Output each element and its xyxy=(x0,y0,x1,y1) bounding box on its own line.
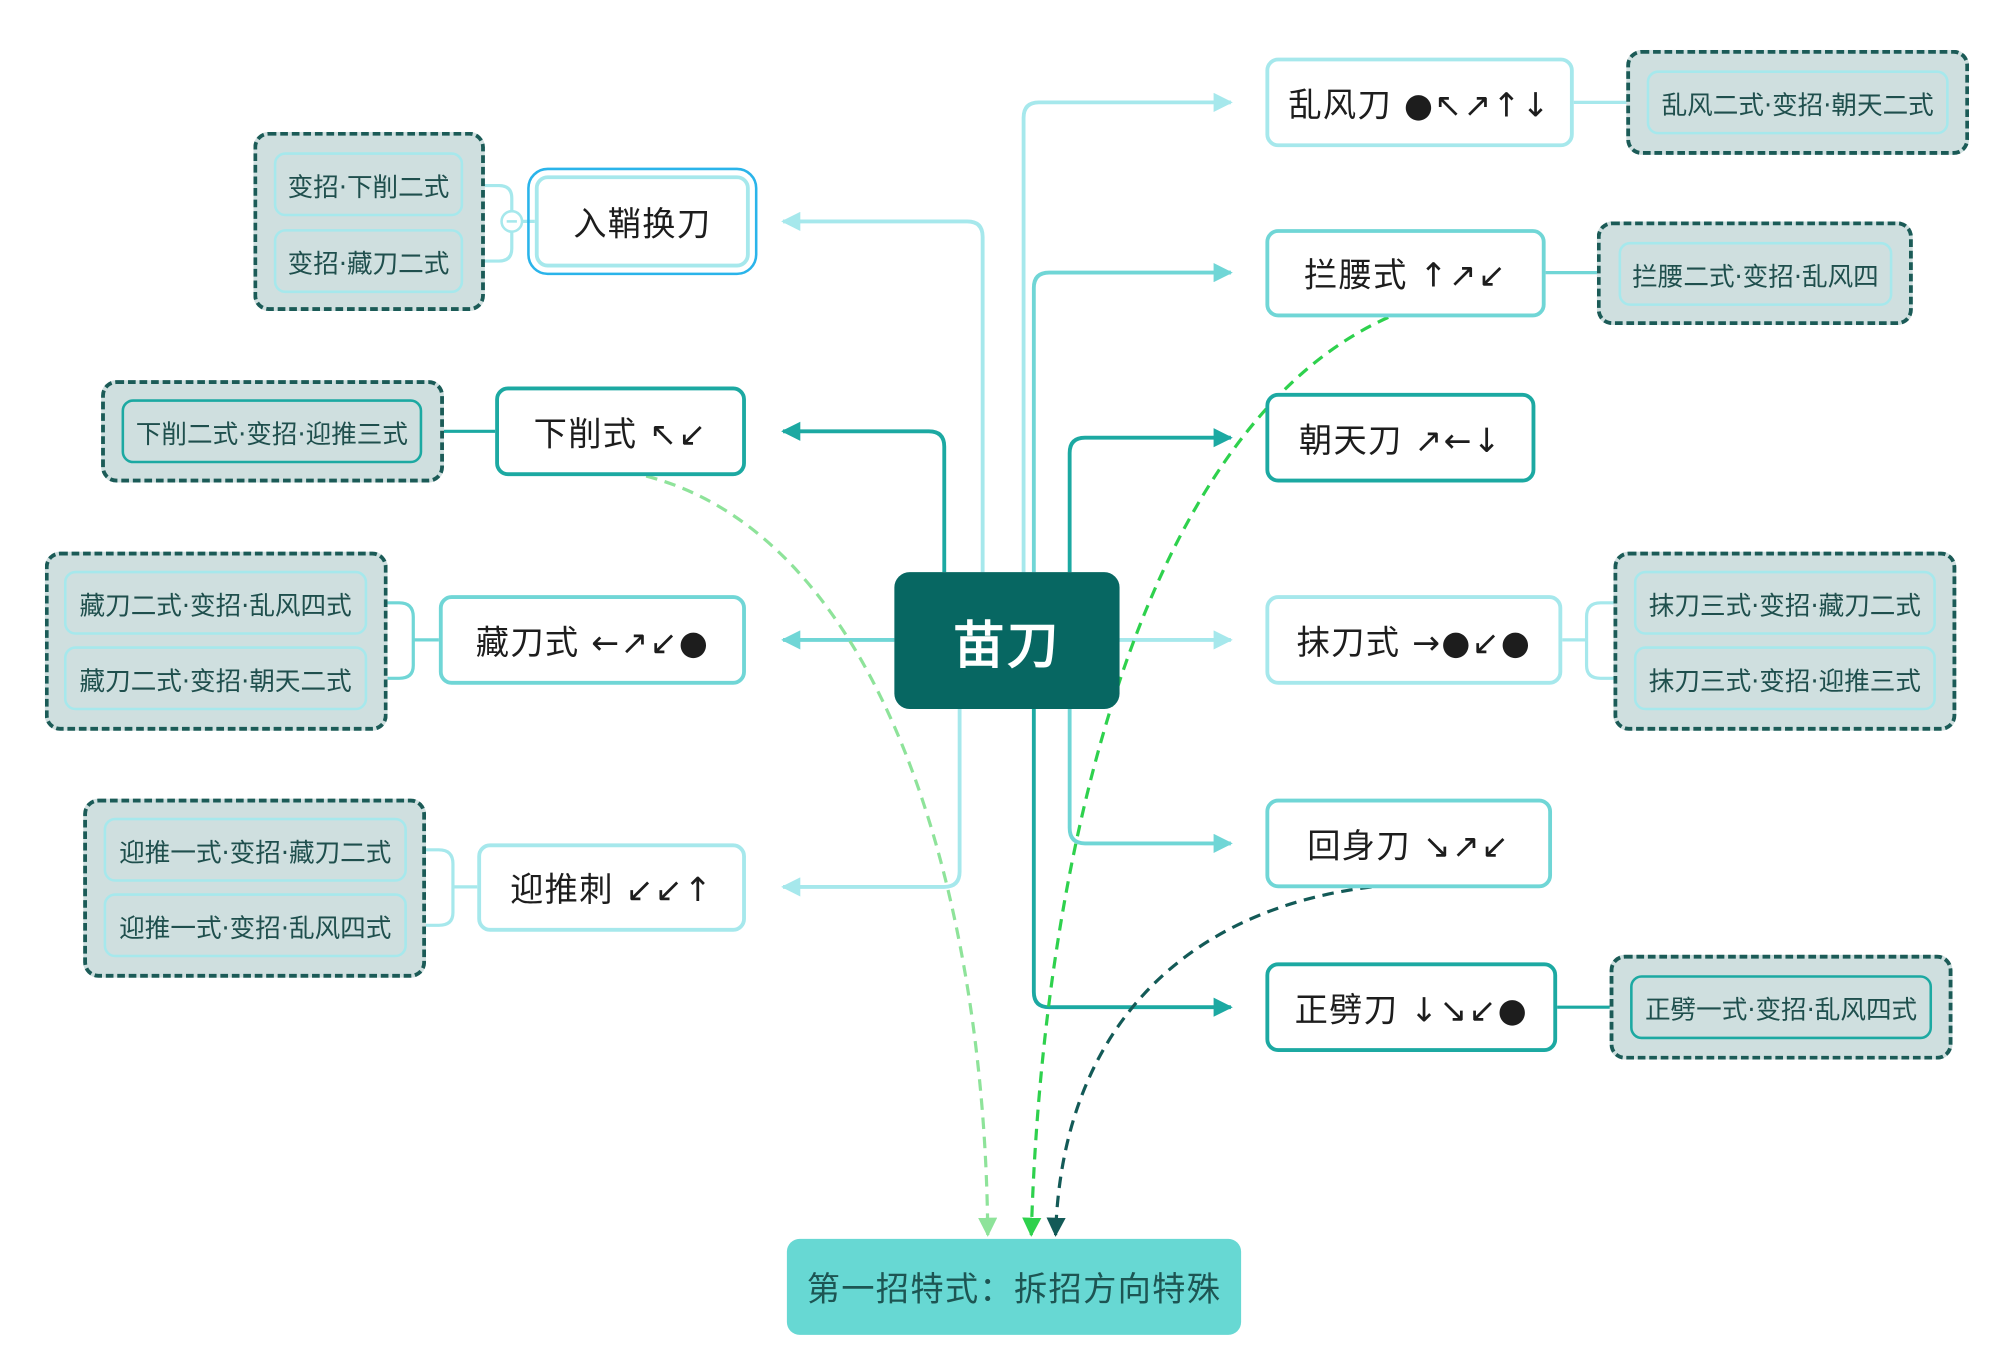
branch-chaotian[interactable]: 朝天刀 ↗←↓ xyxy=(1265,392,1536,483)
link-root-yingtui xyxy=(781,709,962,897)
link-root-luanfeng xyxy=(1021,92,1233,573)
sub-rushao-1[interactable]: 变招·下削二式 xyxy=(273,152,464,217)
branch-cangdao[interactable]: 藏刀式 ←↗↙● xyxy=(438,595,746,685)
sub-luanfeng-1[interactable]: 乱风二式·变招·朝天二式 xyxy=(1646,70,1949,135)
footer-note-node[interactable]: 第一招特式：拆招方向特殊 xyxy=(786,1238,1242,1335)
link-root-lanyao xyxy=(1031,263,1233,573)
link-root-huishen xyxy=(1067,709,1233,853)
sub-xiaxue-1[interactable]: 下削二式·变招·迎推三式 xyxy=(121,399,423,464)
branch-xiaxue[interactable]: 下削式 ↖↙ xyxy=(495,386,746,477)
relation-lanyao-footer xyxy=(1022,315,1389,1237)
sub-yingtui-1[interactable]: 迎推一式·变招·藏刀二式 xyxy=(103,817,407,882)
branch-zhengpi[interactable]: 正劈刀 ↓↘↙● xyxy=(1265,962,1558,1053)
link-root-chaotian xyxy=(1067,428,1233,573)
link-cangdao-subs xyxy=(367,601,439,680)
link-root-rushao xyxy=(781,211,985,573)
branch-yingtui[interactable]: 迎推刺 ↙↙↑ xyxy=(477,843,746,932)
sub-cangdao-2[interactable]: 藏刀二式·变招·朝天二式 xyxy=(63,646,368,711)
relation-xiaxue-footer xyxy=(645,474,998,1237)
sub-modao-1[interactable]: 抹刀三式·变招·藏刀二式 xyxy=(1633,570,1936,635)
branch-huishen[interactable]: 回身刀 ↘↗↙ xyxy=(1265,798,1553,889)
sub-modao-2[interactable]: 抹刀三式·变招·迎推三式 xyxy=(1633,646,1936,711)
root-node[interactable]: 苗刀 xyxy=(894,572,1120,710)
branch-modao[interactable]: 抹刀式 →●↙● xyxy=(1265,595,1563,685)
collapse-toggle-icon[interactable] xyxy=(500,209,524,233)
sub-zhengpi-1[interactable]: 正劈一式·变招·乱风四式 xyxy=(1630,975,1933,1040)
branch-rushao[interactable]: 入鞘换刀 xyxy=(527,167,758,276)
link-modao-subs xyxy=(1562,601,1634,680)
relation-huishen-footer xyxy=(1046,885,1372,1237)
branch-luanfeng[interactable]: 乱风刀 ●↖↗↑↓ xyxy=(1265,57,1574,148)
link-yingtui-subs xyxy=(406,848,478,927)
link-root-xiaxue xyxy=(781,421,947,573)
sub-yingtui-2[interactable]: 迎推一式·变招·乱风四式 xyxy=(103,893,407,958)
sub-lanyao-1[interactable]: 拦腰二式·变招·乱风四 xyxy=(1618,241,1893,306)
branch-lanyao[interactable]: 拦腰式 ↑↗↙ xyxy=(1265,229,1546,318)
sub-rushao-2[interactable]: 变招·藏刀二式 xyxy=(273,229,464,294)
link-root-zhengpi xyxy=(1031,709,1233,1017)
sub-cangdao-1[interactable]: 藏刀二式·变招·乱风四式 xyxy=(63,570,368,635)
